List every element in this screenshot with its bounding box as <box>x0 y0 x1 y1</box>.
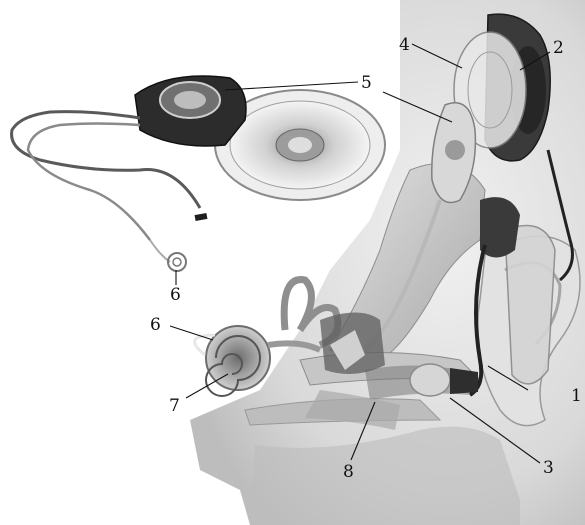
label-2: 2 <box>553 38 564 58</box>
earpiece <box>410 364 450 396</box>
label-6-lower: 6 <box>150 315 161 335</box>
label-6-top: 6 <box>170 285 181 305</box>
implant-device-photo <box>12 76 385 271</box>
label-5-top: 5 <box>361 73 372 93</box>
label-3: 3 <box>543 458 554 478</box>
label-8: 8 <box>343 462 354 482</box>
label-4: 4 <box>399 35 410 55</box>
label-1: 1 <box>571 386 582 406</box>
label-7: 7 <box>169 396 180 416</box>
